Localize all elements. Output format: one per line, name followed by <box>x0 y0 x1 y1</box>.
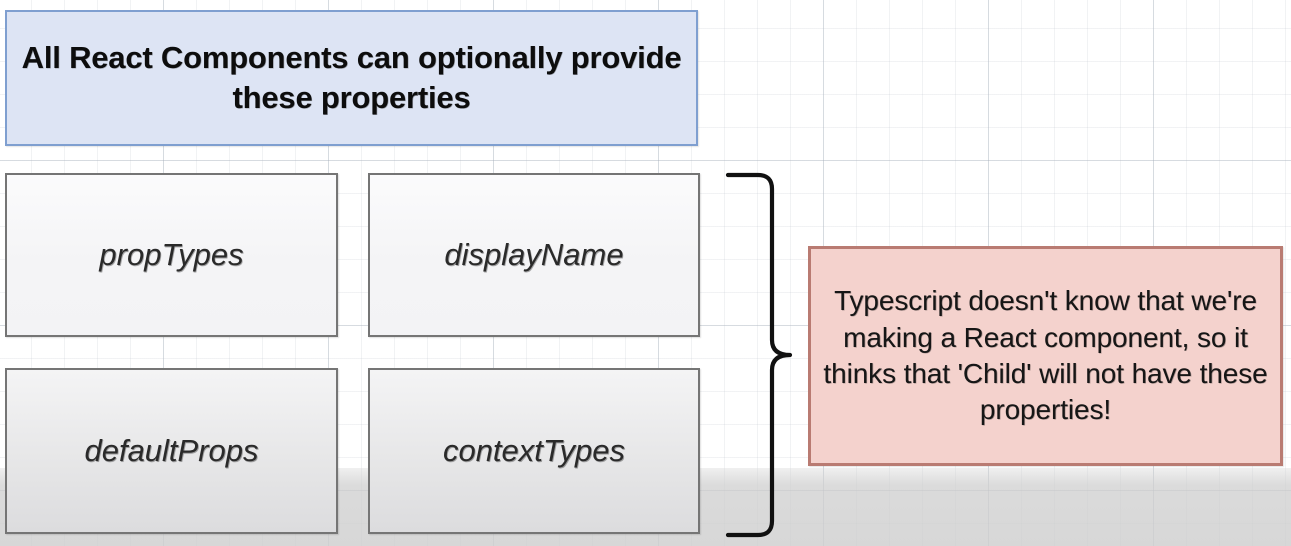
property-label-defaultprops: defaultProps <box>84 433 259 468</box>
property-box-defaultprops[interactable]: defaultProps <box>5 368 338 534</box>
title-callout-box: All React Components can optionally prov… <box>5 10 698 146</box>
property-box-displayname[interactable]: displayName <box>368 173 700 337</box>
property-label-contexttypes: contextTypes <box>442 433 626 468</box>
note-callout-box: Typescript doesn't know that we're makin… <box>808 246 1283 466</box>
note-text: Typescript doesn't know that we're makin… <box>823 285 1268 426</box>
property-box-proptypes[interactable]: propTypes <box>5 173 338 337</box>
title-text: All React Components can optionally prov… <box>21 40 682 115</box>
property-box-contexttypes[interactable]: contextTypes <box>368 368 700 534</box>
property-label-displayname: displayName <box>444 237 624 272</box>
property-label-proptypes: propTypes <box>99 237 244 272</box>
